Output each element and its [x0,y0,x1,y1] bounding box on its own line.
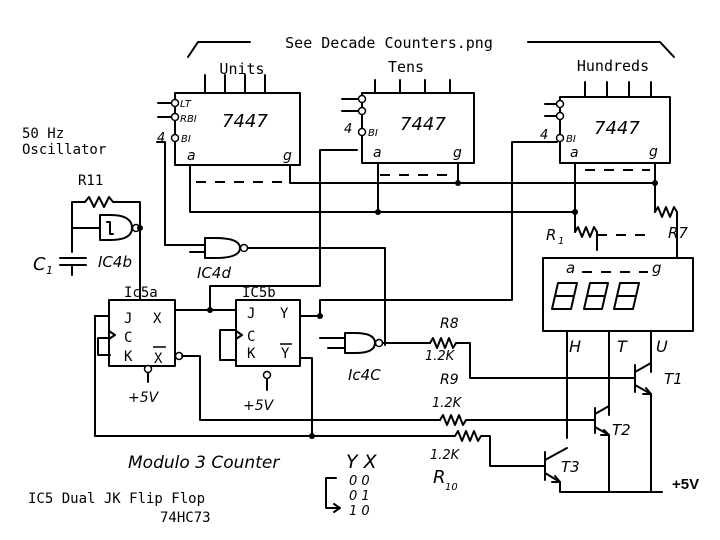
ic5-note-2: 74HC73 [160,510,211,526]
digit-t-label: T [617,337,628,356]
tens-a-pin: a [373,145,382,161]
digit-h-label: H [569,337,581,356]
units-title: Units [219,60,264,78]
tens-four-label: 4 [344,122,352,137]
hundreds-g-pin: g [649,144,658,160]
r9-value: 1.2K [432,396,463,411]
oscillator-circuit [59,196,143,287]
r8-label: R8 [440,316,459,332]
units-bi-pin: BI [181,134,191,145]
ic5a-x: X [153,311,162,327]
state-row-2: 0 1 [349,489,370,504]
hundreds-a-pin: a [570,145,579,161]
hundreds-four-label: 4 [540,128,548,143]
ic5a-c: C [124,330,132,346]
tens-decoder [341,79,475,171]
right-supply-label: +5V [672,476,699,493]
transistor-t1 [634,362,652,493]
oscillator-label-1: 50 Hz [22,126,64,142]
ic5-note-1: IC5 Dual JK Flip Flop [28,491,205,507]
modulo-counter-note: Modulo 3 Counter [128,453,280,473]
ic4c-label: Ic4C [348,366,381,384]
display-resistors [574,206,678,259]
decade-counters-bracket [187,41,675,58]
units-four-label: 4 [157,131,165,146]
units-lt-pin: LT [180,99,192,110]
transistor-t3 [544,447,663,493]
tens-g-pin: g [453,145,462,161]
units-decoder [157,74,301,173]
state-header: Y X [346,451,378,473]
units-a-pin: a [187,148,196,164]
hundreds-chip-label: 7447 [594,118,640,139]
tens-chip-label: 7447 [400,114,446,135]
decade-counters-note: See Decade Counters.png [285,34,493,52]
digit-2 [583,282,609,310]
ic5b-ybar: Y [281,346,290,362]
digit-3 [613,282,640,310]
r11-label: R11 [78,173,103,189]
state-cycle-arrow [325,477,341,513]
ic5b-j: J [247,306,255,322]
units-g-pin: g [283,148,292,164]
segment-bus-wires [189,169,658,233]
hundreds-title: Hundreds [577,57,649,75]
t3-label: T3 [561,458,580,476]
ic5a-xbar: X [154,351,163,367]
state-row-3: 1 0 [349,504,370,519]
t2-label: T2 [612,421,631,439]
r10-value: 1.2K [430,448,461,463]
hundreds-bi-pin: BI [566,134,576,145]
ic5b-supply: +5V [243,398,275,414]
hundreds-decoder [544,81,671,171]
c1-sub: 1 [46,264,53,277]
state-table: Y X 0 0 0 1 1 0 [325,451,378,519]
t1-label: T1 [664,370,683,388]
r9-label: R9 [440,372,459,388]
r10-label: R [433,467,446,488]
ic5b-flipflop [235,299,301,391]
ic4c-gate [319,332,431,354]
r1-label: R [546,226,556,244]
r8-value: 1.2K [425,349,456,364]
r10-sub: 10 [445,482,458,493]
state-row-1: 0 0 [349,474,370,489]
c1-label: C [33,254,46,275]
ic4d-gate [156,141,386,346]
units-chip-label: 7447 [222,111,268,132]
ic4b-label: IC4b [98,253,132,271]
ic5a-supply: +5V [128,390,160,406]
tens-title: Tens [388,58,424,76]
ic5b-y: Y [280,306,289,322]
ic4d-label: IC4d [197,264,231,282]
transistor-t2 [594,405,610,493]
display-a-label: a [566,259,575,277]
ic5b-name: IC5b [242,285,276,301]
digit-1 [551,282,578,310]
ic5a-j: J [124,311,132,327]
ic5a-flipflop [108,299,184,383]
flipflop-wiring [94,141,558,439]
digit-u-label: U [656,337,668,356]
oscillator-label-2: Oscillator [22,142,106,158]
ic5a-k: K [124,349,133,365]
display-g-label: g [652,259,662,277]
base-resistors [429,337,636,467]
ic5b-k: K [247,346,256,362]
ic5b-c: C [247,329,255,345]
seven-segment-display [542,257,694,332]
r1-sub: 1 [558,236,564,247]
units-rbi-pin: RBI [180,114,197,125]
tens-bi-pin: BI [368,128,378,139]
r7-label: R7 [668,224,688,242]
